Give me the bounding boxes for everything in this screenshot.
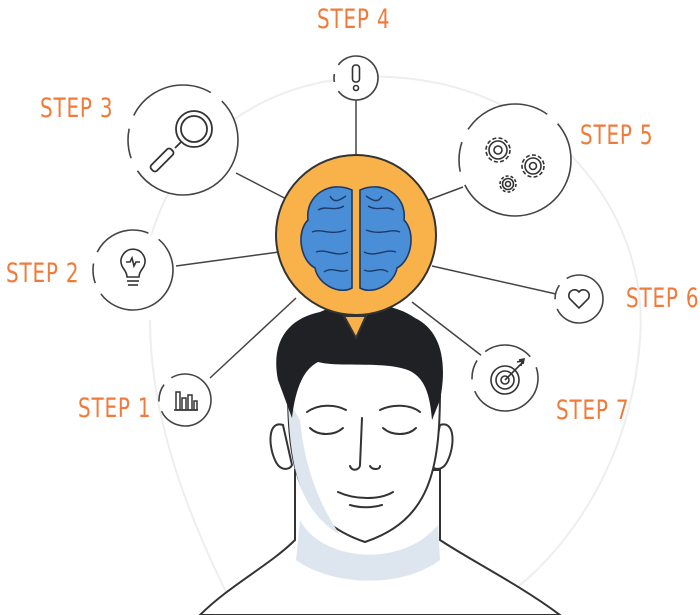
step-2-label: STEP 2 bbox=[6, 258, 80, 289]
step-5-node bbox=[458, 103, 572, 217]
gears-icon bbox=[485, 137, 545, 193]
step-6-node bbox=[554, 274, 604, 324]
exclamation-icon bbox=[351, 64, 361, 92]
lightbulb-icon bbox=[120, 248, 146, 286]
step-7-node bbox=[471, 344, 539, 412]
central-hub bbox=[275, 154, 437, 341]
target-icon bbox=[490, 357, 526, 395]
step-4-label: STEP 4 bbox=[317, 4, 391, 35]
bar-chart-icon bbox=[174, 391, 198, 411]
brain-icon bbox=[300, 186, 412, 292]
step-3-label: STEP 3 bbox=[40, 93, 114, 124]
step-1-label: STEP 1 bbox=[78, 393, 152, 424]
step-6-label: STEP 6 bbox=[626, 283, 700, 314]
heart-icon bbox=[568, 289, 590, 310]
step-5-label: STEP 5 bbox=[580, 120, 654, 151]
step-2-node bbox=[92, 229, 174, 311]
step-7-label: STEP 7 bbox=[556, 395, 630, 426]
step-1-node bbox=[158, 373, 212, 427]
magnifier-icon bbox=[149, 110, 213, 173]
step-4-node bbox=[333, 55, 379, 101]
background-ring-left bbox=[149, 319, 231, 601]
step-3-node bbox=[127, 84, 239, 196]
person-head-icon bbox=[198, 303, 562, 615]
